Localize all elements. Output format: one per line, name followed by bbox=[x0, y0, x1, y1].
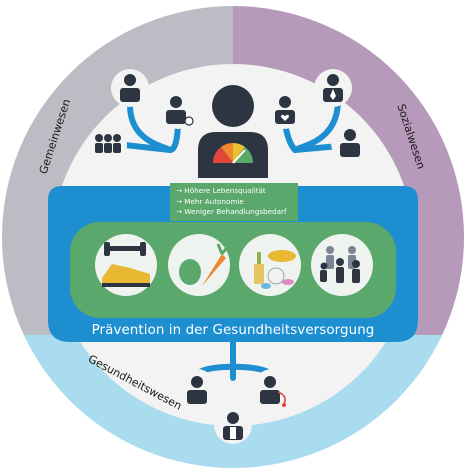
prevention-banner: Prävention in der Gesundheitsversorgung bbox=[91, 322, 375, 338]
benefit-less-treatment: → Weniger Behandlungsbedarf bbox=[176, 207, 287, 216]
gp-badge: GP bbox=[192, 379, 200, 385]
activities-band bbox=[70, 222, 396, 318]
group-icon bbox=[89, 126, 127, 164]
person-icon bbox=[331, 124, 369, 162]
person-suit-icon bbox=[314, 69, 352, 107]
gesundheitswesen-icons bbox=[178, 369, 291, 444]
flow-connectors bbox=[122, 97, 353, 381]
pharmacist-icon bbox=[214, 406, 252, 444]
benefit-autonomy: → Mehr Autonomie bbox=[176, 196, 244, 206]
doctor-icon bbox=[178, 369, 216, 407]
person-ball-icon bbox=[159, 91, 197, 129]
fitness-sneaker-icon bbox=[95, 234, 157, 296]
person-heart-icon bbox=[266, 91, 304, 129]
benefit-quality-of-life: → Höhere Lebensqualität bbox=[176, 186, 266, 195]
person-icon bbox=[111, 69, 149, 107]
gemeinwesen-icons bbox=[89, 69, 197, 164]
sozialwesen-icons bbox=[266, 69, 369, 162]
doctor-stethoscope-icon bbox=[253, 369, 291, 407]
activity-icons bbox=[95, 234, 373, 296]
benefits-box: → Höhere Lebensqualität → Mehr Autonomie… bbox=[170, 183, 298, 221]
gauge-icon bbox=[213, 143, 253, 164]
fruit-vegetable-icon bbox=[168, 234, 230, 296]
food-drink-pills-icon bbox=[239, 234, 301, 296]
people-group-icon bbox=[311, 234, 373, 296]
